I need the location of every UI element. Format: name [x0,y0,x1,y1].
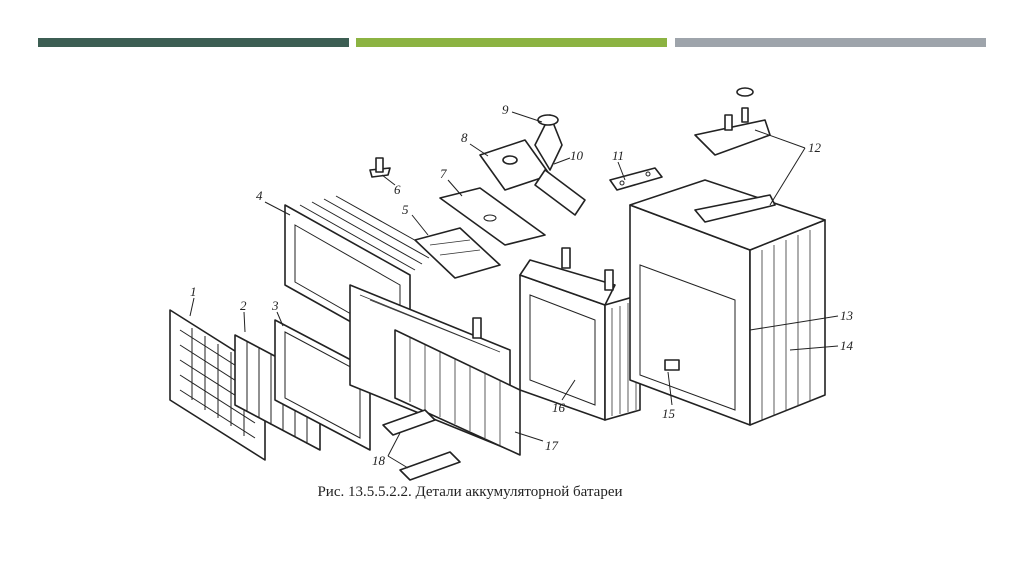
label-16: 16 [552,400,566,415]
part-5-separator-pad [414,227,501,279]
part-17-plate-block [349,284,521,456]
label-17: 17 [545,438,559,453]
label-4: 4 [256,188,263,203]
label-1: 1 [190,284,197,299]
header-bar-dark-green [38,38,349,47]
part-8-9-10-lid-assembly [479,114,586,216]
part-13-14-15-battery-case [629,179,826,426]
label-13: 13 [840,308,854,323]
part-18-rib-pieces [382,409,461,481]
part-11-connector-strap [609,167,663,191]
label-12: 12 [808,140,822,155]
label-6: 6 [394,182,401,197]
label-2: 2 [240,298,247,313]
part-3-plate-frame [274,319,371,451]
label-7: 7 [440,166,447,181]
part-7-flat-bar [439,187,546,246]
part-12-terminal-parts [694,87,771,156]
header-bar-gray [675,38,986,47]
leader-lines [189,111,839,469]
label-9: 9 [502,102,509,117]
part-16-cell-block [519,247,641,421]
label-5: 5 [402,202,409,217]
part-6-bolt [369,157,391,178]
label-14: 14 [840,338,854,353]
label-3: 3 [271,298,279,313]
header-bar-light-green [356,38,667,47]
label-8: 8 [461,130,468,145]
battery-parts-diagram: 1 2 3 4 5 6 7 8 9 10 11 12 13 14 15 16 1… [169,87,854,481]
label-15: 15 [662,406,676,421]
label-18: 18 [372,453,386,468]
figure-caption: Рис. 13.5.5.2.2. Детали аккумуляторной б… [317,484,623,500]
label-10: 10 [570,148,584,163]
label-11: 11 [612,148,624,163]
